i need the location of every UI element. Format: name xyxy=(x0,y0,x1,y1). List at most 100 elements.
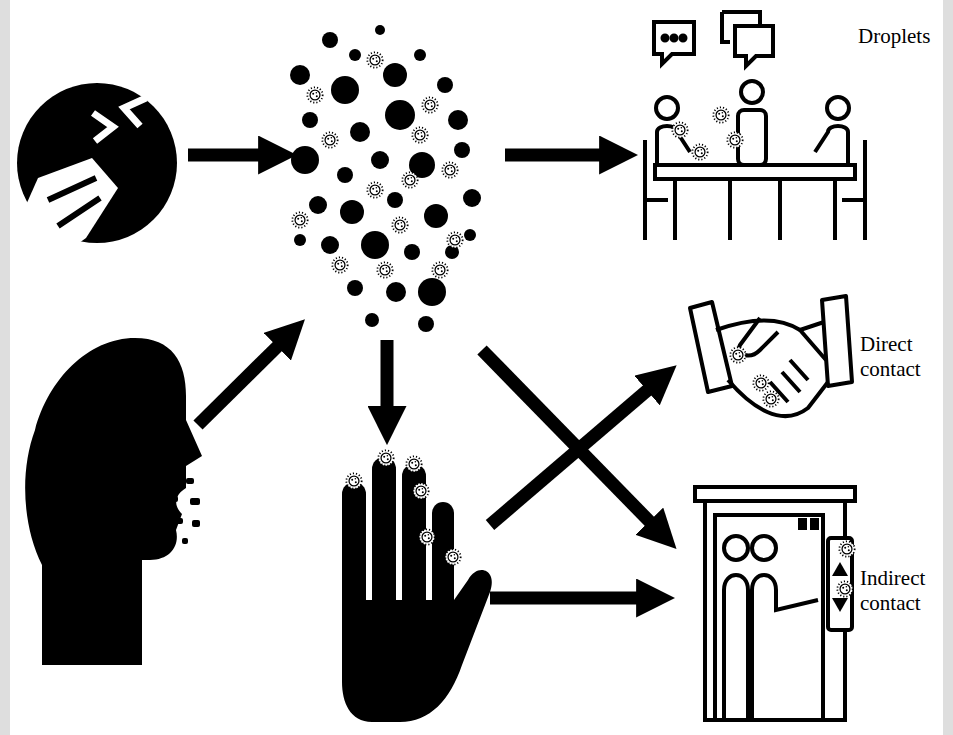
droplet-cluster-part xyxy=(322,132,337,147)
meeting-icon-part xyxy=(654,22,694,64)
droplet-cluster-part xyxy=(291,146,319,174)
handshake-icon-part xyxy=(728,380,828,416)
droplet-cluster-part xyxy=(412,127,427,142)
elevator-icon-part xyxy=(752,536,776,560)
droplet-cluster-part xyxy=(367,52,382,67)
droplet-cluster-part xyxy=(447,232,462,247)
meeting-icon-part xyxy=(727,132,742,147)
droplet-cluster-part xyxy=(418,316,434,332)
elevator-icon-part xyxy=(832,562,848,576)
elevator-icon xyxy=(695,487,855,720)
cough-head-icon-part-part xyxy=(186,478,194,484)
elevator-icon-part xyxy=(695,487,855,501)
elevator-icon-part xyxy=(812,520,817,528)
droplet-cluster-part xyxy=(347,280,363,296)
flow-arrows-part xyxy=(505,149,603,162)
droplet-cluster-part xyxy=(365,313,379,327)
hand-icon-part xyxy=(419,529,434,544)
icon-group: Indirect contact xyxy=(688,480,943,725)
sneeze-face-icon-part xyxy=(93,113,113,141)
droplet-cluster-part xyxy=(404,244,420,260)
droplet-cluster-part xyxy=(454,142,470,158)
droplet-cluster-part xyxy=(331,76,359,104)
meeting-icon-part xyxy=(655,165,855,179)
handshake-icon-part xyxy=(770,330,826,402)
flow-arrows-part xyxy=(198,344,280,425)
meeting-icon-part xyxy=(656,97,678,119)
hand-icon-part xyxy=(445,549,460,564)
droplet-cluster-part xyxy=(392,217,407,232)
elevator-icon-part xyxy=(715,515,823,720)
flow-arrows-part xyxy=(482,350,652,524)
droplet-cluster-part xyxy=(375,25,385,35)
droplet-cluster-part xyxy=(424,204,448,228)
droplet-cluster-part xyxy=(383,63,407,87)
meeting-icon-part xyxy=(827,97,849,119)
meeting-icon-part xyxy=(645,140,865,240)
droplet-cluster-part xyxy=(290,65,310,85)
droplet-cluster-part xyxy=(402,172,417,187)
meeting-icon-part xyxy=(675,179,835,240)
flow-arrows-part xyxy=(490,388,650,525)
meeting-icon-part xyxy=(713,107,728,122)
droplet-cluster-part xyxy=(385,100,415,130)
droplet-cluster-part xyxy=(437,77,453,93)
droplet-cluster-part xyxy=(442,162,457,177)
droplet-cluster-part xyxy=(418,278,446,306)
cough-head-icon xyxy=(25,338,202,665)
cough-head-icon-part-part xyxy=(168,470,175,475)
node-label: Indirect contact xyxy=(860,566,940,616)
elevator-icon-part xyxy=(832,598,848,612)
cough-head-icon-part-part xyxy=(192,520,200,527)
node-label: Direct contact xyxy=(860,332,940,382)
hand-icon-part xyxy=(342,570,492,722)
droplet-cluster-part xyxy=(321,236,339,254)
meeting-icon-part xyxy=(672,122,687,137)
droplet-cluster-part xyxy=(302,112,318,128)
meeting-icon-part xyxy=(692,144,707,159)
droplet-cluster-part xyxy=(414,49,426,61)
droplet-cluster-part xyxy=(386,282,406,302)
meeting-icon-part xyxy=(663,36,668,41)
cough-head-icon-part-part xyxy=(176,518,183,524)
sneeze-face-icon xyxy=(17,83,177,258)
elevator-icon-part xyxy=(724,575,748,720)
droplet-cluster xyxy=(290,25,481,332)
hand-icon-part xyxy=(378,450,393,465)
icon-group: Droplets xyxy=(645,8,943,250)
droplet-cluster-part xyxy=(422,97,437,112)
meeting-icon-part xyxy=(741,81,763,103)
handshake-icon xyxy=(690,296,852,416)
cough-head-icon-part xyxy=(168,470,200,544)
flow-arrows-part xyxy=(490,592,640,605)
droplet-cluster-part xyxy=(367,182,382,197)
droplet-cluster-part xyxy=(432,262,447,277)
cough-head-icon-part-part xyxy=(182,538,188,544)
meeting-icon-part xyxy=(735,26,773,66)
flow-arrows xyxy=(188,155,652,598)
droplet-cluster-part xyxy=(350,122,370,142)
meeting-icon-part xyxy=(672,36,677,41)
droplet-cluster-part xyxy=(448,110,468,130)
elevator-icon-part xyxy=(800,520,805,528)
sneeze-face-icon-part xyxy=(124,98,146,126)
flow-arrows-part xyxy=(381,340,394,410)
meeting-icon-part xyxy=(815,126,848,165)
droplet-cluster-part xyxy=(377,262,392,277)
handshake-icon-part xyxy=(753,375,768,390)
hand-icon-part xyxy=(413,483,428,498)
handshake-icon-part xyxy=(739,318,778,355)
meeting-icon xyxy=(645,12,865,240)
droplet-cluster-part xyxy=(349,49,361,61)
droplet-cluster-part xyxy=(292,212,307,227)
droplet-cluster-part xyxy=(463,189,481,207)
handshake-icon-part xyxy=(730,347,745,362)
hand-icon xyxy=(342,450,492,722)
cough-head-icon-part xyxy=(25,338,202,665)
droplet-cluster-part xyxy=(307,87,322,102)
hand-icon-part xyxy=(406,456,421,471)
node-label: Droplets xyxy=(858,24,943,49)
